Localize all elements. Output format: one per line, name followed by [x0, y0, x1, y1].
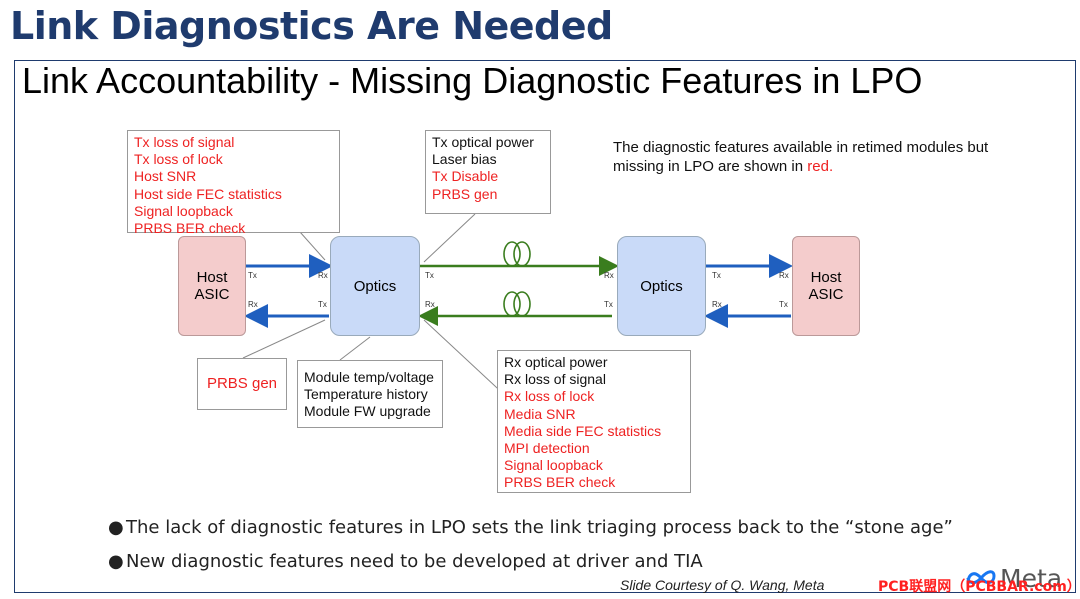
- callout-module: Module temp/voltage Temperature history …: [297, 360, 443, 428]
- callout-prbs-gen: PRBS gen: [197, 358, 287, 410]
- callout-host-side: Tx loss of signal Tx loss of lock Host S…: [127, 130, 340, 236]
- callout-item: Signal loopback: [134, 202, 233, 219]
- port-label-tx: Tx: [425, 271, 434, 280]
- callout-tx-optical: Tx optical power Laser bias Tx Disable P…: [425, 130, 551, 214]
- port-label-tx: Tx: [779, 300, 788, 309]
- bullet-item: ●The lack of diagnostic features in LPO …: [108, 517, 953, 538]
- optics-right: Optics: [617, 236, 706, 336]
- callout-pointer-prbs: [242, 319, 326, 359]
- bullet-text: The lack of diagnostic features in LPO s…: [126, 517, 953, 538]
- port-label-rx: Rx: [425, 300, 435, 309]
- logo-word: Meta: [1000, 563, 1063, 593]
- callout-item: PRBS BER check: [134, 220, 246, 237]
- callout-pointer-module: [339, 336, 371, 361]
- meta-infinity-icon: [966, 570, 996, 585]
- note-text: The diagnostic features available in ret…: [613, 139, 989, 175]
- port-label-tx: Tx: [712, 271, 721, 280]
- callout-item: Rx loss of signal: [504, 371, 606, 388]
- callout-item: Rx loss of lock: [504, 388, 595, 405]
- callout-item: PRBS gen: [432, 185, 498, 202]
- bullet-text: New diagnostic features need to be devel…: [126, 551, 703, 572]
- callout-item: MPI detection: [504, 440, 590, 457]
- callout-item: Laser bias: [432, 151, 497, 168]
- port-label-rx: Rx: [712, 300, 722, 309]
- callout-pointer-tx-optical: [423, 213, 476, 263]
- port-label-tx: Tx: [248, 271, 257, 280]
- slide-title: Link Diagnostics Are Needed: [10, 4, 613, 48]
- callout-item: PRBS BER check: [504, 474, 616, 491]
- bullet-dot-icon: ●: [108, 517, 124, 538]
- callout-item: Temperature history: [304, 386, 428, 403]
- bullet-item: ●New diagnostic features need to be deve…: [108, 551, 703, 572]
- block-label: ASIC: [808, 286, 844, 303]
- callout-item: Tx Disable: [432, 168, 499, 185]
- block-label: Host: [196, 269, 228, 286]
- callout-rx-optical: Rx optical power Rx loss of signal Rx lo…: [497, 350, 691, 493]
- watermark: PCB联盟网（PCBBAR.com）: [878, 579, 1080, 595]
- fiber-coil-icon: [503, 291, 531, 317]
- block-label: ASIC: [194, 286, 230, 303]
- bullet-dot-icon: ●: [108, 551, 124, 572]
- callout-item: Media side FEC statistics: [504, 422, 662, 439]
- callout-item: Media SNR: [504, 405, 576, 422]
- port-label-rx: Rx: [248, 300, 258, 309]
- callout-item: Host SNR: [134, 168, 197, 185]
- callout-item: Module FW upgrade: [304, 403, 431, 420]
- slide-subtitle: Link Accountability - Missing Diagnostic…: [22, 60, 923, 101]
- port-label-rx: Rx: [604, 271, 614, 280]
- optics-left: Optics: [330, 236, 420, 336]
- note-highlight: red.: [807, 158, 834, 175]
- callout-pointer-rx-optical: [423, 319, 511, 401]
- callout-item: Host side FEC statistics: [134, 185, 282, 202]
- slide-credit: Slide Courtesy of Q. Wang, Meta: [620, 577, 825, 593]
- callout-item: Signal loopback: [504, 457, 603, 474]
- callout-item: Rx optical power: [504, 354, 608, 370]
- port-label-tx: Tx: [318, 300, 327, 309]
- port-label-rx: Rx: [318, 271, 328, 280]
- legend-note: The diagnostic features available in ret…: [613, 138, 1033, 176]
- port-label-tx: Tx: [604, 300, 613, 309]
- port-label-rx: Rx: [779, 271, 789, 280]
- callout-item: Tx loss of signal: [134, 134, 235, 150]
- callout-item: Tx optical power: [432, 134, 534, 150]
- callout-item: Tx loss of lock: [134, 151, 223, 168]
- callout-item: Module temp/voltage: [304, 369, 434, 385]
- block-label: Host: [810, 269, 842, 286]
- fiber-coil-icon: [503, 241, 531, 267]
- content-frame: [14, 60, 1076, 593]
- meta-logo: Meta: [964, 563, 1076, 593]
